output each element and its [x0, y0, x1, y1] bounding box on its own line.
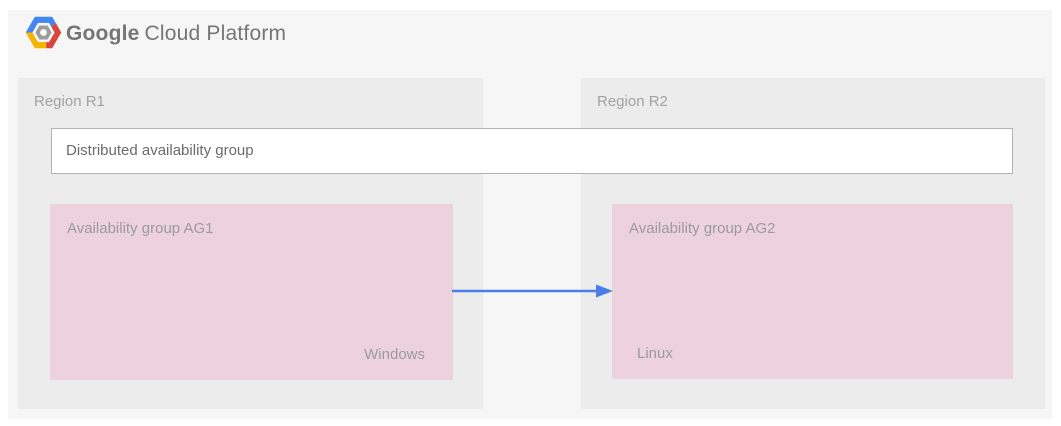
availability-group-ag1-box: Availability group AG1 Windows	[50, 204, 453, 380]
availability-group-ag2-box: Availability group AG2 Linux	[612, 204, 1013, 379]
region-r2-label: Region R2	[597, 93, 668, 110]
distributed-availability-group-label: Distributed availability group	[66, 142, 254, 159]
google-cloud-platform-logo-icon	[25, 16, 62, 49]
ag2-os-label: Linux	[637, 345, 673, 362]
distributed-availability-group-box: Distributed availability group	[51, 128, 1013, 174]
availability-group-ag1-label: Availability group AG1	[67, 220, 214, 237]
logo-blue-segment	[25, 16, 56, 33]
arrow-head	[596, 284, 613, 298]
logo-text-google: Google	[66, 22, 140, 45]
logo-center-hole	[40, 29, 47, 36]
logo-red-segment	[46, 23, 62, 49]
ag1-os-label: Windows	[364, 346, 425, 363]
logo-yellow-segment	[25, 32, 47, 49]
logo-text-cloud-platform: Cloud Platform	[144, 22, 287, 45]
availability-group-ag2-label: Availability group AG2	[629, 220, 776, 237]
replication-arrow	[452, 284, 613, 298]
region-r1-label: Region R1	[34, 93, 105, 110]
